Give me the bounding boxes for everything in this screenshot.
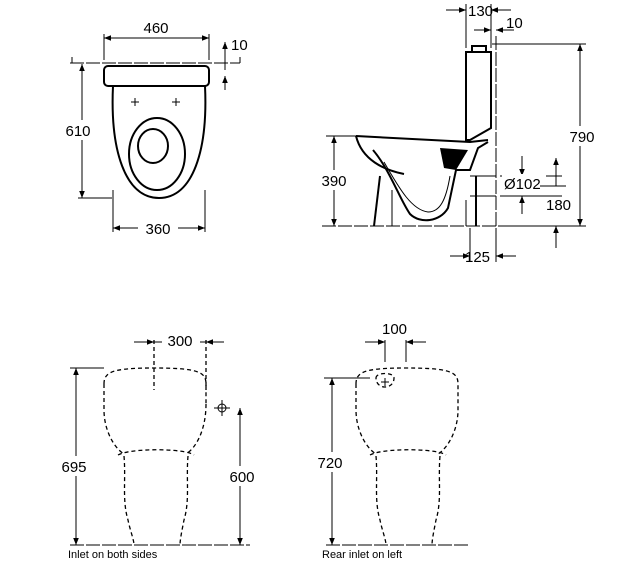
flush-button-icon xyxy=(471,45,487,52)
front-pedestal-left xyxy=(123,455,135,546)
top-view: 460 10 610 360 xyxy=(58,20,248,238)
fixing-cross-icon xyxy=(131,98,180,106)
front-view: 300 695 600 Inlet on both sides xyxy=(54,330,262,561)
rear-inlet-icon xyxy=(375,372,395,388)
dim-top-width: 460 xyxy=(143,20,168,37)
dim-side-seat-height: 390 xyxy=(321,173,346,190)
dim-front-inlet-height: 600 xyxy=(229,469,254,486)
dim-side-outlet-height: 180 xyxy=(546,197,571,214)
dim-side-total-height: 790 xyxy=(569,129,594,146)
outlet-pipe xyxy=(470,175,496,197)
dim-rear-inlet-spacing: 100 xyxy=(382,321,407,338)
top-bowl-rim xyxy=(128,117,186,191)
dim-side-cistern-offset: 130 xyxy=(468,3,493,20)
dim-side-outlet-diameter: Ø102 xyxy=(504,176,541,193)
dim-side-wall-gap: 10 xyxy=(506,15,523,32)
front-pedestal-right xyxy=(179,455,189,546)
dim-bottom-width: 360 xyxy=(145,221,170,238)
top-bowl-outline xyxy=(111,85,207,200)
top-cistern-outline xyxy=(103,65,210,87)
dim-front-height: 695 xyxy=(61,459,86,476)
dim-top-gap: 10 xyxy=(231,37,248,54)
dim-rear-height: 720 xyxy=(317,455,342,472)
side-bowl-outline xyxy=(372,141,489,222)
side-cistern-outline xyxy=(465,51,492,141)
caption-front: Inlet on both sides xyxy=(68,549,158,561)
dim-front-inlet-spacing: 300 xyxy=(167,333,192,350)
rear-view: 100 720 Rear inlet on left xyxy=(310,321,470,561)
top-bowl-opening xyxy=(137,128,169,164)
caption-rear: Rear inlet on left xyxy=(322,549,402,561)
dim-side-outlet-offset: 125 xyxy=(465,249,490,266)
side-view: 130 10 790 390 Ø102 180 125 xyxy=(314,3,602,266)
trap-shading xyxy=(440,148,468,170)
dim-top-depth: 610 xyxy=(65,123,90,140)
